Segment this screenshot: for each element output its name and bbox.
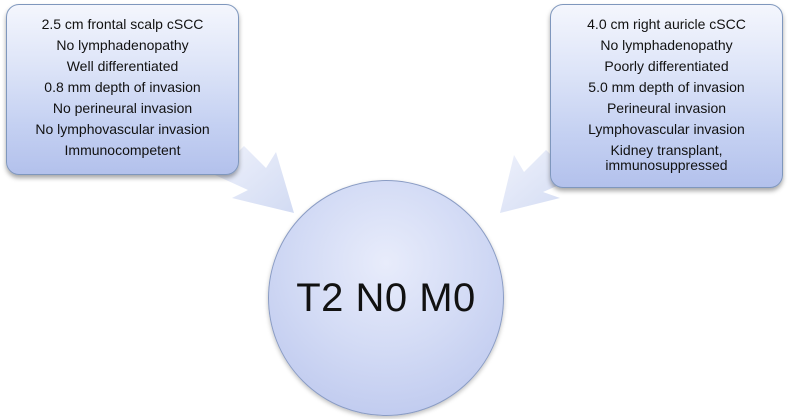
right-case-line: No lymphadenopathy: [600, 37, 733, 53]
right-case-line: Poorly differentiated: [604, 58, 729, 74]
left-case-line: No lymphadenopathy: [56, 37, 189, 53]
left-case-line: No lymphovascular invasion: [35, 121, 210, 137]
left-case-line: 0.8 mm depth of invasion: [44, 79, 201, 95]
left-case-line: Immunocompetent: [64, 142, 181, 158]
right-case-line: Kidney transplant, immunosuppressed: [605, 142, 728, 173]
right-case-line: 4.0 cm right auricle cSCC: [587, 16, 746, 32]
tnm-stage-label: T2 N0 M0: [296, 275, 476, 320]
right-case-box: 4.0 cm right auricle cSCC No lymphadenop…: [550, 4, 783, 188]
right-case-line: Lymphovascular invasion: [588, 121, 745, 137]
left-case-line: 2.5 cm frontal scalp cSCC: [41, 16, 204, 32]
left-case-line: Well differentiated: [66, 58, 179, 74]
left-case-line: No perineural invasion: [52, 100, 193, 116]
right-case-line: Perineural invasion: [606, 100, 727, 116]
left-case-box: 2.5 cm frontal scalp cSCC No lymphadenop…: [6, 4, 239, 175]
staging-result-circle: T2 N0 M0: [268, 180, 504, 416]
right-case-line: 5.0 mm depth of invasion: [588, 79, 745, 95]
